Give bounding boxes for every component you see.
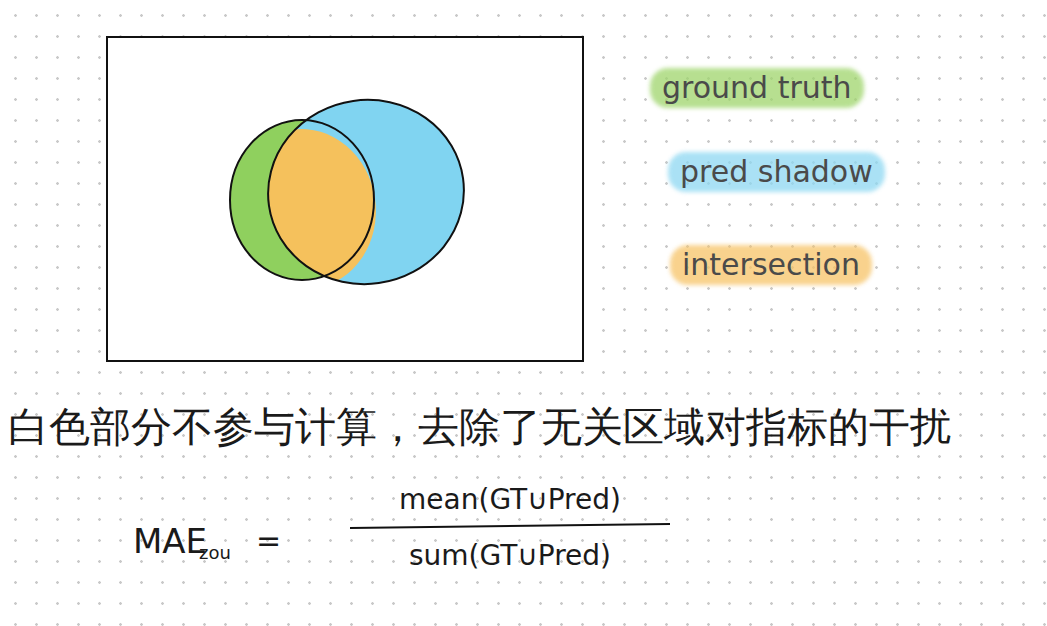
note-text: 白色部分不参与计算，去除了无关区域对指标的干扰	[8, 404, 951, 451]
formula-name: MAE	[133, 522, 207, 561]
denominator: sum(GT∪Pred)	[350, 540, 670, 572]
numerator: mean(GT∪Pred)	[350, 484, 670, 516]
image-frame	[107, 37, 583, 361]
legend-label: intersection	[682, 243, 860, 287]
legend-label: ground truth	[662, 66, 852, 110]
ground-truth-outline	[230, 120, 374, 280]
pred-shadow-region	[256, 87, 476, 296]
legend-entry: ground truth	[662, 66, 852, 110]
legend-label: pred shadow	[680, 150, 873, 194]
intersection-region	[256, 87, 476, 296]
equals-sign: =	[256, 524, 281, 559]
legend-entry: pred shadow	[680, 150, 873, 194]
pred-shadow-outline	[256, 87, 476, 296]
legend-entry: intersection	[682, 243, 860, 287]
fraction-bar	[350, 524, 670, 528]
formula-subscript: zou	[199, 543, 231, 564]
